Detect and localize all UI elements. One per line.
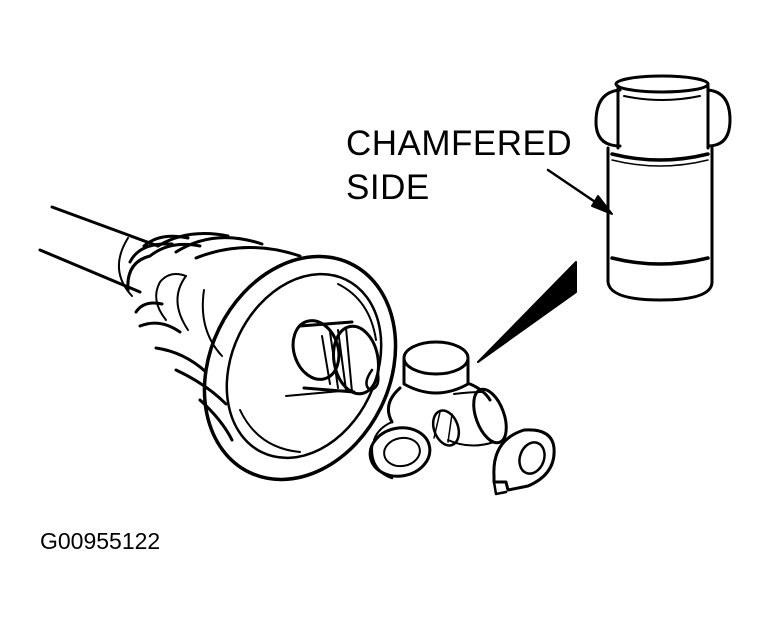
callout-arrow-icon: [477, 168, 613, 363]
splined-shaft-icon: [285, 319, 380, 397]
callout-label-line2: SIDE: [346, 168, 430, 207]
roller-bearing-icon: [594, 74, 732, 302]
cv-boot-icon: [126, 232, 398, 482]
snap-ring-icon: [492, 428, 556, 496]
tripod-joint-icon: [368, 340, 508, 480]
figure-id: G00955122: [40, 528, 161, 554]
callout-label-line1: CHAMFERED: [346, 124, 573, 163]
